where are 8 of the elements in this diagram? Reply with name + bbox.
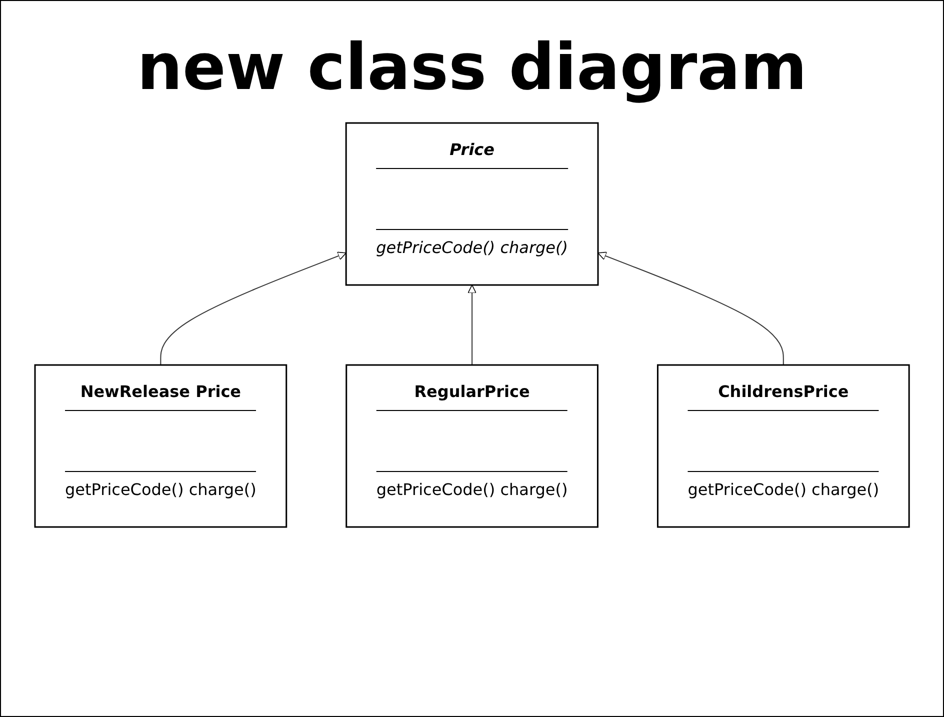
arrow	[468, 284, 476, 366]
node-box: NewRelease Price getPriceCode() charge()	[34, 364, 288, 528]
node-box: RegularPrice getPriceCode() charge()	[346, 364, 598, 528]
node-box: ChildrensPrice getPriceCode() charge()	[656, 364, 910, 528]
title: new class diagram	[136, 31, 808, 105]
arrow	[160, 252, 346, 366]
arrow	[598, 252, 784, 366]
node-box: Price getPriceCode() charge()	[345, 122, 599, 286]
